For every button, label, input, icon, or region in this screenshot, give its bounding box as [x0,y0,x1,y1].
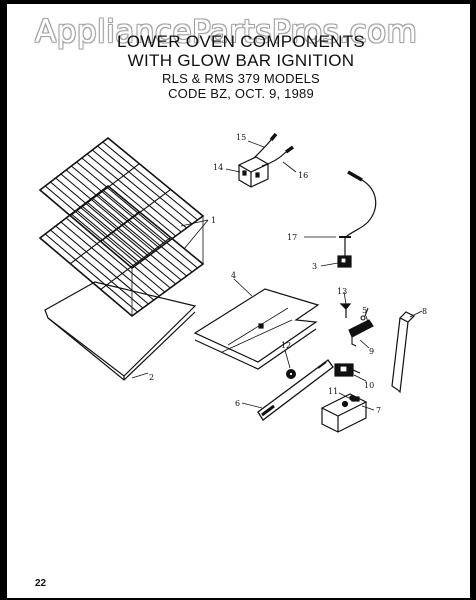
rack-wire [71,165,166,245]
part-label: 12 [281,341,291,350]
leader-lines [131,140,423,411]
part-label: 6 [235,399,240,408]
rack-wire [86,153,182,233]
rack-wire [71,213,166,293]
rack-wire [44,185,138,265]
rack-wire [65,169,160,249]
part-label: 3 [312,262,317,271]
rack-wire [44,233,138,313]
rack-wire [50,229,144,309]
title-line-3: RLS & RMS 379 MODELS [162,71,320,86]
burner-nut [286,369,296,379]
oven-rack-upper [38,136,205,270]
part-label: 11 [328,387,338,396]
oven-bottom-panel [44,281,197,381]
rack-wire [55,177,149,257]
vent-tube [391,311,416,394]
rack-wire [91,197,187,277]
rack-wire [97,145,193,225]
rack-wire [91,149,187,229]
diagram-title: LOWER OVEN COMPONENTS WITH GLOW BAR IGNI… [7,32,470,101]
rack-wire [76,209,171,289]
title-line-1: LOWER OVEN COMPONENTS [116,32,366,51]
burner-tube [257,359,334,421]
rack-wire [86,201,182,281]
wire-receptacle [237,132,295,188]
part-label: 2 [149,373,154,382]
rack-wire [81,205,177,285]
part-label: 7 [376,406,381,415]
exploded-parts-diagram: 1 2 3 4 5 6 7 8 9 10 11 12 13 14 15 16 1… [38,132,427,433]
rack-crossbar [70,163,140,217]
part-label: 10 [364,381,374,390]
oven-rack-lower [38,184,205,318]
diagram-page: AppliancePartsPros.com LOWER OVEN COMPON… [7,4,470,598]
rack-wire [97,193,193,273]
rack-crossbar [70,211,140,265]
rack-wire [102,189,198,269]
rack-wire [102,141,198,221]
part-label: 9 [369,347,374,356]
part-label: 16 [298,171,308,180]
igniter-bracket [348,307,374,347]
oven-bottom-baffle [193,288,320,370]
rack-crossbar [100,189,172,242]
rack-wire [76,161,171,241]
mounting-screw [339,303,352,318]
part-label: 13 [337,287,347,296]
title-line-2: WITH GLOW BAR IGNITION [127,51,355,70]
rack-wire [60,221,155,301]
part-label: 5 [362,306,367,315]
part-label: 17 [287,233,297,242]
gas-valve [320,393,368,433]
igniter-cord [337,170,377,268]
part-labels: 1 2 3 4 5 6 7 8 9 10 11 12 13 14 15 16 1… [149,133,427,415]
rack-wire [81,157,177,237]
page-number: 22 [35,578,47,589]
rack-crossbar [100,237,172,290]
rack-wire [60,173,155,253]
glow-bar-igniter [334,363,361,377]
part-label: 15 [236,133,246,142]
rack-wire [50,181,144,261]
part-label: 8 [422,307,427,316]
watermark: AppliancePartsPros.com [35,14,418,50]
rack-wire [65,217,160,297]
part-label: 1 [211,216,216,225]
part-label: 14 [213,163,223,172]
valve-screw [349,395,355,401]
title-line-4: CODE BZ, OCT. 9, 1989 [168,86,314,101]
part-label: 4 [231,271,236,280]
